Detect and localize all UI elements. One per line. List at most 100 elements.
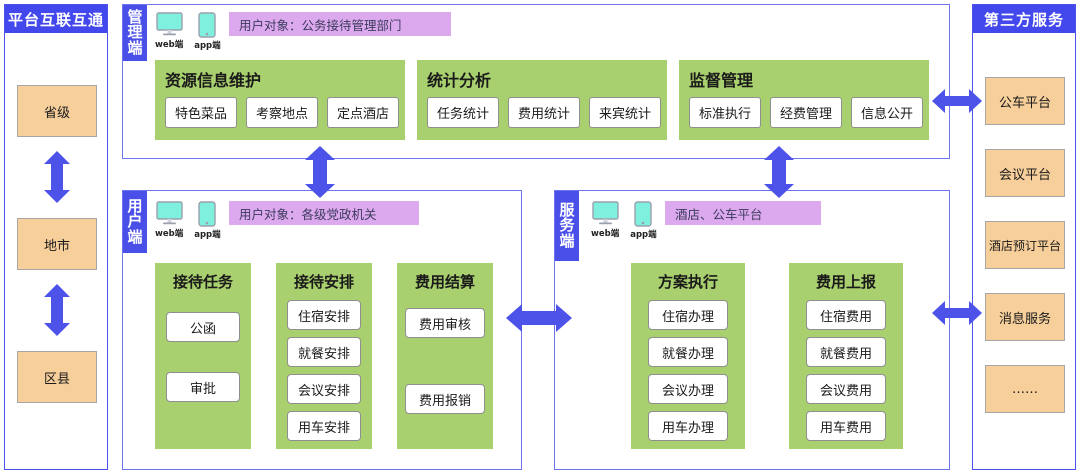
group-reception-arrangement-title: 接待安排 xyxy=(293,273,354,291)
monitor-icon xyxy=(155,12,183,36)
right-item-4[interactable]: …… xyxy=(985,365,1065,413)
panel-user: 用 户 端 web端 app端 用户对象： xyxy=(122,190,522,470)
mobile-icon xyxy=(634,201,653,227)
group-supervision-items: 标准执行 经费管理 信息公开 xyxy=(679,97,929,137)
chip-statistics-1[interactable]: 费用统计 xyxy=(508,97,581,128)
btn-plan-execution-0[interactable]: 住宿办理 xyxy=(648,300,728,330)
device-app-management-caption: app端 xyxy=(194,41,221,51)
device-web-management: web端 xyxy=(155,12,183,50)
group-reception-arrangement: 接待安排 住宿安排 就餐安排 会议安排 用车安排 xyxy=(276,263,372,449)
group-fee-settlement: 费用结算 费用审核 费用报销 xyxy=(397,263,493,449)
horizontal-double-arrow-management-bus-platform xyxy=(932,86,982,116)
devices-service: web端 app端 xyxy=(591,201,657,240)
left-item-2-label: 区县 xyxy=(43,371,70,387)
btn-fee-report-0[interactable]: 住宿费用 xyxy=(806,300,886,330)
group-reception-task-items: 公函 审批 xyxy=(155,312,251,402)
devices-user: web端 app端 xyxy=(155,201,221,240)
vertical-double-arrow-left-1 xyxy=(44,151,70,203)
group-fee-report-items: 住宿费用 就餐费用 会议费用 用车费用 xyxy=(789,300,903,441)
user-label-service: 酒店、公车平台 xyxy=(665,201,821,225)
monitor-icon xyxy=(155,201,183,225)
left-item-0-label: 省级 xyxy=(43,105,70,121)
device-app-service-caption: app端 xyxy=(630,230,657,240)
device-app-service: app端 xyxy=(630,201,657,240)
chip-supervision-0[interactable]: 标准执行 xyxy=(689,97,762,128)
device-web-user: web端 xyxy=(155,201,183,239)
right-item-1-label: 会议平台 xyxy=(998,167,1051,183)
right-item-3[interactable]: 消息服务 xyxy=(985,293,1065,341)
chip-supervision-2[interactable]: 信息公开 xyxy=(851,97,924,128)
btn-reception-task-0[interactable]: 公函 xyxy=(166,312,240,342)
device-web-user-caption: web端 xyxy=(155,229,184,239)
devices-management: web端 app端 xyxy=(155,12,221,51)
btn-fee-settlement-0[interactable]: 费用审核 xyxy=(405,308,485,338)
group-statistics: 统计分析 任务统计 费用统计 来宾统计 xyxy=(417,60,667,140)
monitor-icon xyxy=(591,201,619,225)
group-resource-maintenance-items: 特色菜品 考察地点 定点酒店 xyxy=(155,97,405,137)
group-reception-arrangement-items: 住宿安排 就餐安排 会议安排 用车安排 xyxy=(276,300,372,441)
group-resource-maintenance: 资源信息维护 特色菜品 考察地点 定点酒店 xyxy=(155,60,405,140)
group-plan-execution-items: 住宿办理 就餐办理 会议办理 用车办理 xyxy=(631,300,745,441)
panel-user-tab[interactable]: 用 户 端 xyxy=(123,191,147,253)
group-reception-task-title: 接待任务 xyxy=(172,273,233,291)
device-app-management: app端 xyxy=(194,12,221,51)
left-column-platform: 平台互联互通 省级 地市 区县 xyxy=(4,4,108,470)
chip-resource-0[interactable]: 特色菜品 xyxy=(165,97,238,128)
group-fee-settlement-items: 费用审核 费用报销 xyxy=(397,308,493,414)
vertical-double-arrow-left-2 xyxy=(44,284,70,336)
group-statistics-items: 任务统计 费用统计 来宾统计 xyxy=(417,97,667,137)
btn-plan-execution-1[interactable]: 就餐办理 xyxy=(648,337,728,367)
vertical-double-arrow-management-service xyxy=(762,146,794,198)
left-item-1[interactable]: 地市 xyxy=(17,218,97,270)
panel-service-tab[interactable]: 服 务 端 xyxy=(555,191,579,261)
chip-resource-2[interactable]: 定点酒店 xyxy=(327,97,400,128)
right-item-4-label: …… xyxy=(1012,381,1038,397)
group-plan-execution: 方案执行 住宿办理 就餐办理 会议办理 用车办理 xyxy=(631,263,745,449)
panel-service-tab-char-1: 务 xyxy=(559,216,575,235)
left-item-0[interactable]: 省级 xyxy=(17,85,97,137)
right-item-0[interactable]: 公车平台 xyxy=(985,77,1065,125)
horizontal-double-arrow-user-service xyxy=(506,300,572,336)
right-item-1[interactable]: 会议平台 xyxy=(985,149,1065,197)
mobile-icon xyxy=(198,201,217,227)
btn-fee-report-3[interactable]: 用车费用 xyxy=(806,411,886,441)
panel-service: 服 务 端 web端 app端 酒店、公车 xyxy=(554,190,950,470)
btn-fee-report-1[interactable]: 就餐费用 xyxy=(806,337,886,367)
group-reception-task: 接待任务 公函 审批 xyxy=(155,263,251,449)
panel-management-tab-char-1: 理 xyxy=(127,23,143,42)
group-fee-report-title: 费用上报 xyxy=(815,273,876,291)
right-column-third-party: 第三方服务 公车平台 会议平台 酒店预订平台 消息服务 …… xyxy=(972,4,1076,470)
mobile-icon xyxy=(198,12,217,38)
right-item-3-label: 消息服务 xyxy=(998,311,1051,327)
btn-reception-arrangement-3[interactable]: 用车安排 xyxy=(287,411,361,441)
left-item-2[interactable]: 区县 xyxy=(17,351,97,403)
right-item-2[interactable]: 酒店预订平台 xyxy=(985,221,1065,269)
chip-supervision-1[interactable]: 经费管理 xyxy=(770,97,843,128)
btn-plan-execution-3[interactable]: 用车办理 xyxy=(648,411,728,441)
user-label-user: 用户对象：各级党政机关 xyxy=(229,201,419,225)
device-web-management-caption: web端 xyxy=(155,40,184,50)
btn-reception-task-1[interactable]: 审批 xyxy=(166,372,240,402)
chip-resource-1[interactable]: 考察地点 xyxy=(246,97,319,128)
chip-statistics-0[interactable]: 任务统计 xyxy=(427,97,500,128)
btn-reception-arrangement-2[interactable]: 会议安排 xyxy=(287,374,361,404)
btn-reception-arrangement-1[interactable]: 就餐安排 xyxy=(287,337,361,367)
panel-management-tab-char-0: 管 xyxy=(127,7,143,26)
btn-fee-report-2[interactable]: 会议费用 xyxy=(806,374,886,404)
btn-plan-execution-2[interactable]: 会议办理 xyxy=(648,374,728,404)
btn-fee-settlement-1[interactable]: 费用报销 xyxy=(405,384,485,414)
panel-management-tab[interactable]: 管 理 端 xyxy=(123,5,147,61)
right-column-title: 第三方服务 xyxy=(973,5,1075,33)
vertical-double-arrow-management-user xyxy=(303,146,335,198)
right-item-0-label: 公车平台 xyxy=(998,95,1051,111)
group-resource-maintenance-title: 资源信息维护 xyxy=(165,71,262,90)
panel-user-tab-char-0: 用 xyxy=(127,196,143,215)
left-item-1-label: 地市 xyxy=(43,238,70,254)
panel-user-tab-char-1: 户 xyxy=(127,212,143,231)
device-app-user: app端 xyxy=(194,201,221,240)
horizontal-double-arrow-service-message xyxy=(932,298,982,328)
panel-management: 管 理 端 web端 app端 用户对象： xyxy=(122,4,950,159)
chip-statistics-2[interactable]: 来宾统计 xyxy=(589,97,662,128)
btn-reception-arrangement-0[interactable]: 住宿安排 xyxy=(287,300,361,330)
group-fee-settlement-title: 费用结算 xyxy=(414,273,475,291)
